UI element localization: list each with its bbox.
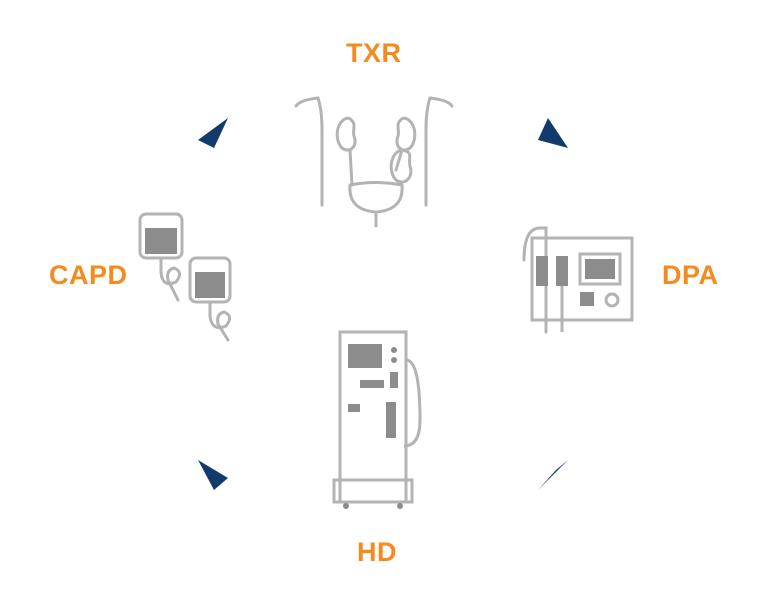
arrow-top-left-icon [198, 118, 228, 148]
arrow-bottom-left-icon [198, 460, 228, 490]
peritoneal-cycler-machine-icon [524, 228, 632, 332]
dialysis-fluid-bags-icon [140, 214, 230, 340]
arrow-bottom-right-icon [538, 460, 568, 490]
arrow-top-right-icon [538, 118, 568, 148]
hemodialysis-machine-icon [334, 332, 420, 509]
body-kidneys-transplant-icon [296, 98, 452, 226]
